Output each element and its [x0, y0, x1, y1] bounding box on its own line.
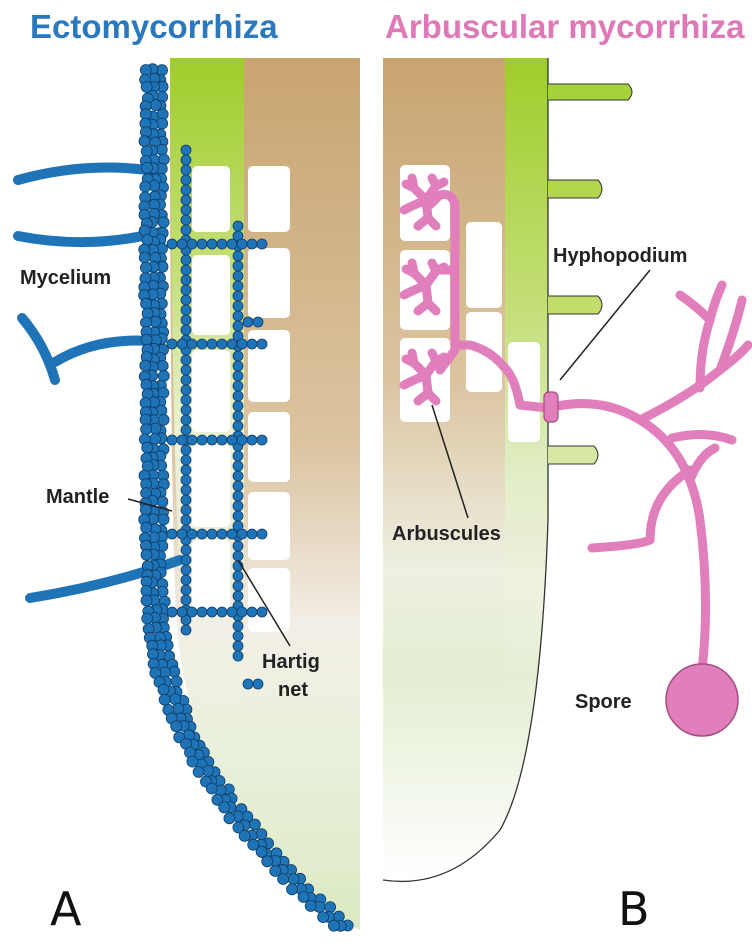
panel-a: Ectomycorrhiza Mycelium Mantle Ha	[18, 8, 360, 936]
spore-label: Spore	[575, 691, 632, 713]
panel-b-letter: B	[618, 882, 650, 936]
mantle-label: Mantle	[46, 486, 109, 508]
panel-a-letter: A	[50, 882, 82, 936]
arbuscules-label: Arbuscules	[392, 523, 501, 545]
panel-b: Arbuscular mycorrhiza	[383, 8, 748, 936]
hartig-net-label-line1: Hartig	[262, 651, 320, 673]
panel-a-title: Ectomycorrhiza	[30, 8, 278, 45]
hyphopodium-leader-line	[560, 270, 650, 380]
hartig-net-label-line2: net	[278, 679, 308, 701]
hyphopodium-label: Hyphopodium	[553, 245, 687, 267]
hyphopodium	[544, 392, 558, 422]
spore	[666, 664, 738, 736]
panel-b-title: Arbuscular mycorrhiza	[385, 8, 745, 45]
mycelium-label: Mycelium	[20, 267, 111, 289]
